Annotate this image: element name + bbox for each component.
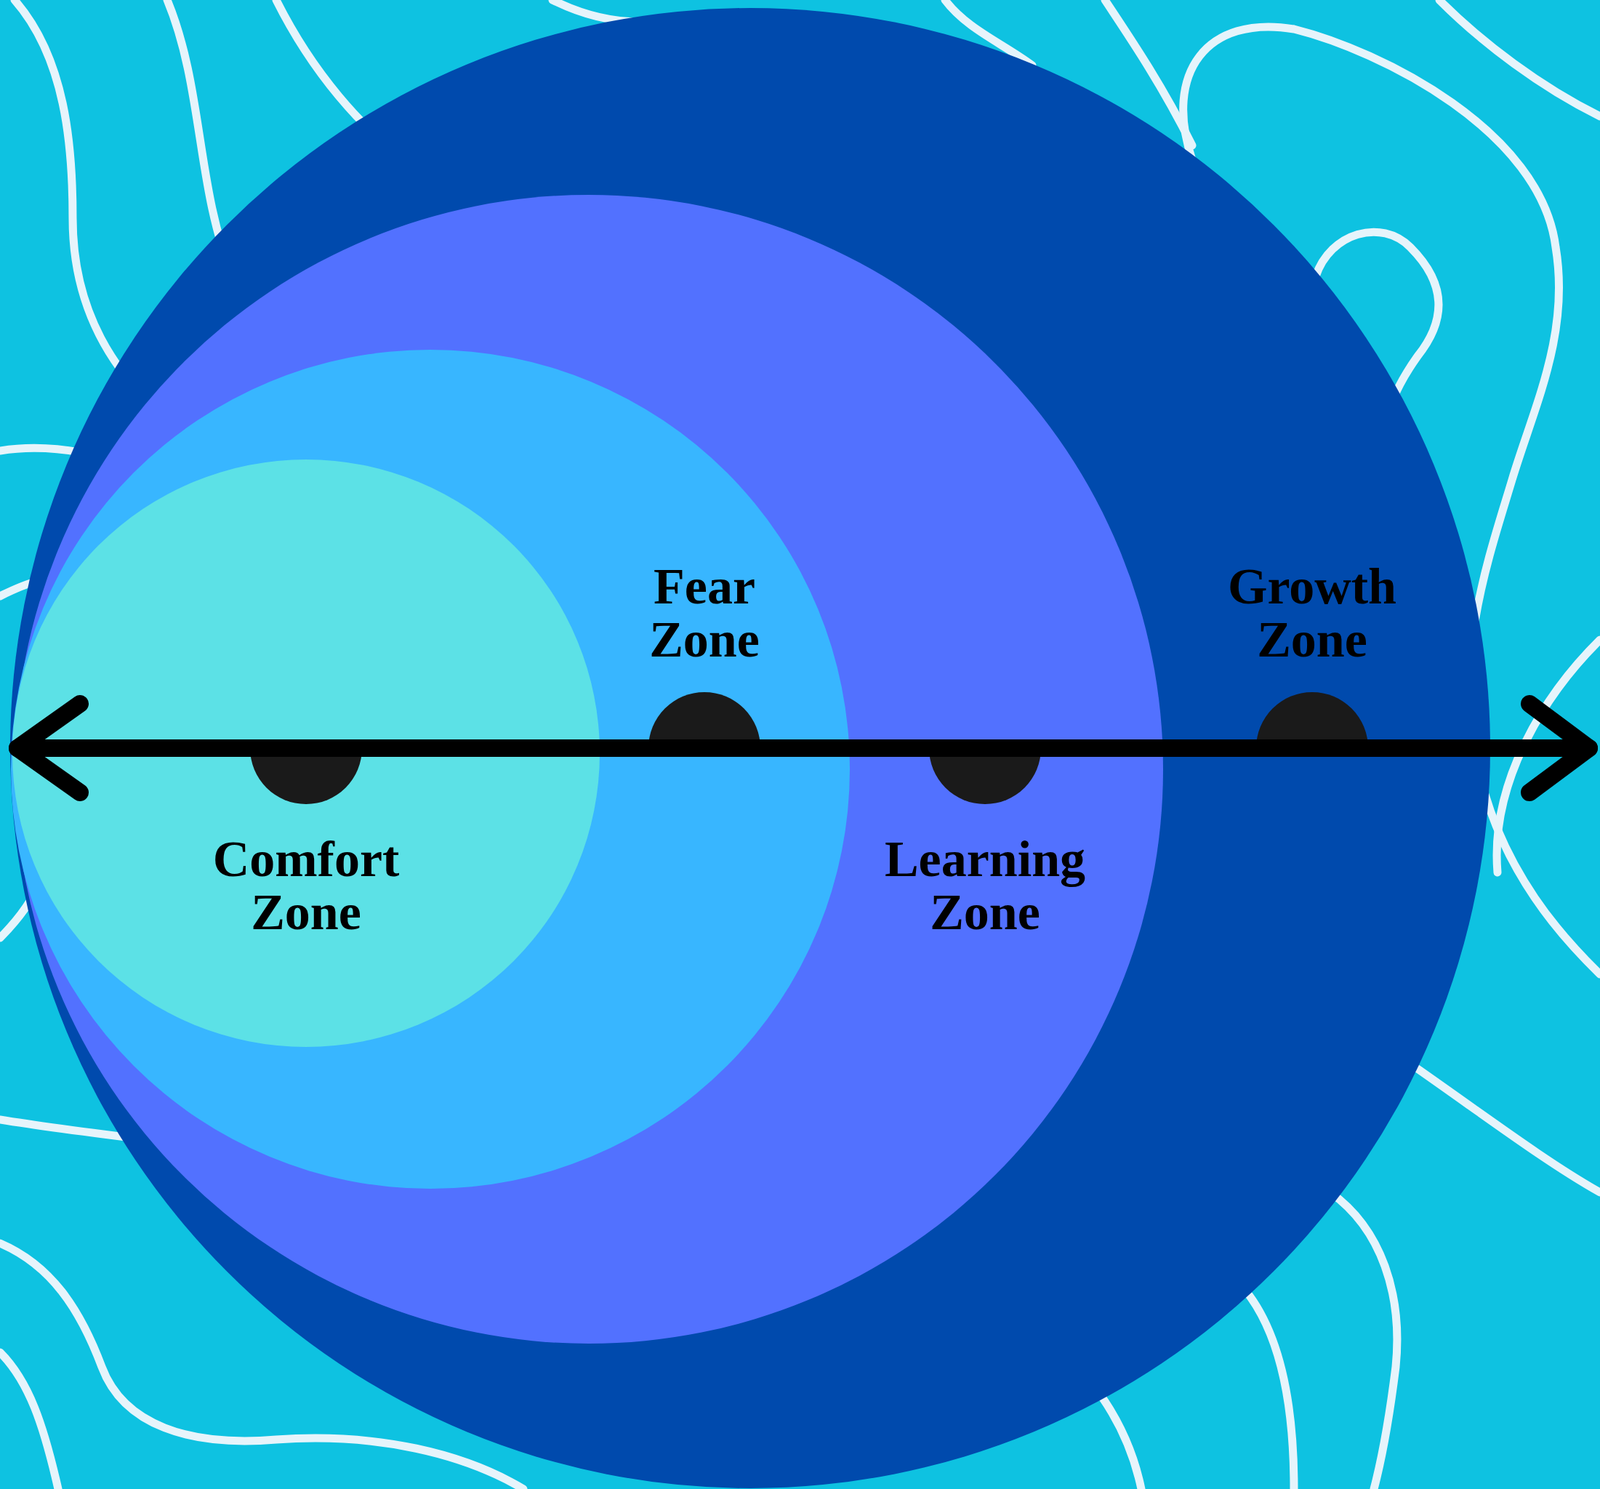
zone-label: Learning Zone [884,832,1086,939]
right-arrowhead [1529,703,1590,793]
left-arrowhead [17,703,80,793]
axis-bar [17,739,1590,757]
zone-label: Fear Zone [649,559,760,666]
fear-zone-circle: Fear ZoneComfort Zone [10,349,850,1189]
zone-label: Growth Zone [1227,559,1397,666]
zone-label: Comfort Zone [212,832,400,939]
